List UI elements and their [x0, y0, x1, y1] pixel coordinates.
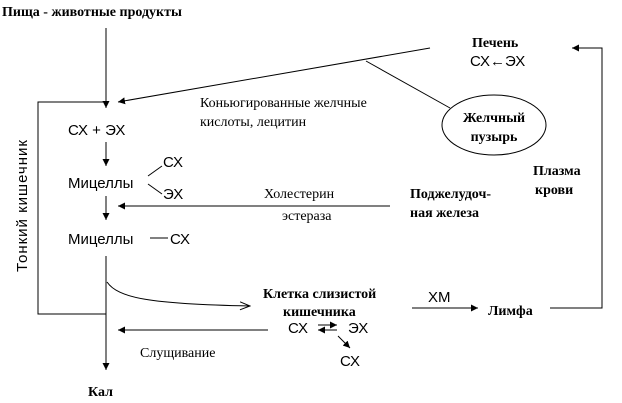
cholesterol-line2: эстераза	[282, 209, 332, 224]
pancreas-line2: ная железа	[410, 206, 479, 221]
micelles-label-2: Мицеллы	[68, 231, 133, 248]
plasma-line1: Плазма	[533, 164, 581, 179]
cell-cx-down-arrow	[337, 335, 351, 349]
gallbladder-line1: Желчный	[463, 111, 525, 126]
micelles-to-cell-arrow	[106, 281, 250, 306]
lymph-to-liver-arrow	[550, 44, 603, 309]
liver-formula: СХ←ЭХ	[470, 53, 525, 70]
cell-cx-label: СХ	[288, 320, 308, 337]
conjugated-acids-line1: Коньюгированные желчные	[200, 96, 367, 111]
micelles-cx-label: СХ	[163, 154, 183, 171]
conjugated-acids-line2: кислоты, лецитин	[200, 115, 307, 130]
liver-label: Печень	[472, 36, 519, 51]
micelles-label-1: Мицеллы	[68, 175, 133, 192]
mucosal-cell-line2: кишечника	[283, 305, 356, 320]
small-intestine-bracket	[37, 101, 106, 315]
gallbladder-ellipse	[441, 94, 547, 156]
cell-ex-label: ЭХ	[348, 320, 368, 337]
shedding-label: Слущивание	[140, 346, 215, 361]
cell-cx2-label: СХ	[340, 353, 360, 370]
small-intestine-label: Тонкий кишечник	[14, 139, 31, 272]
cholesterol-line1: Холестерин	[264, 187, 335, 202]
pancreas-line1: Поджелудоч-	[410, 187, 491, 202]
plasma-line2: крови	[535, 183, 573, 198]
cx-plus-ex-label: СХ + ЭХ	[68, 122, 125, 139]
gallbladder-connector	[365, 60, 451, 109]
lymph-label: Лимфа	[488, 304, 533, 319]
food-label: Пища - животные продукты	[2, 5, 182, 20]
gallbladder-line2: пузырь	[471, 130, 518, 145]
xm-label: ХМ	[428, 289, 451, 306]
micelles2-cx-label: СХ	[170, 231, 190, 248]
micelles-ex-label: ЭХ	[163, 186, 183, 203]
liver-bile-arrow	[117, 47, 431, 105]
mucosal-cell-line1: Клетка слизистой	[263, 287, 376, 302]
feces-label: Кал	[88, 385, 113, 400]
micelles-cx-branch	[147, 165, 163, 177]
micelles-ex-branch	[147, 183, 163, 195]
